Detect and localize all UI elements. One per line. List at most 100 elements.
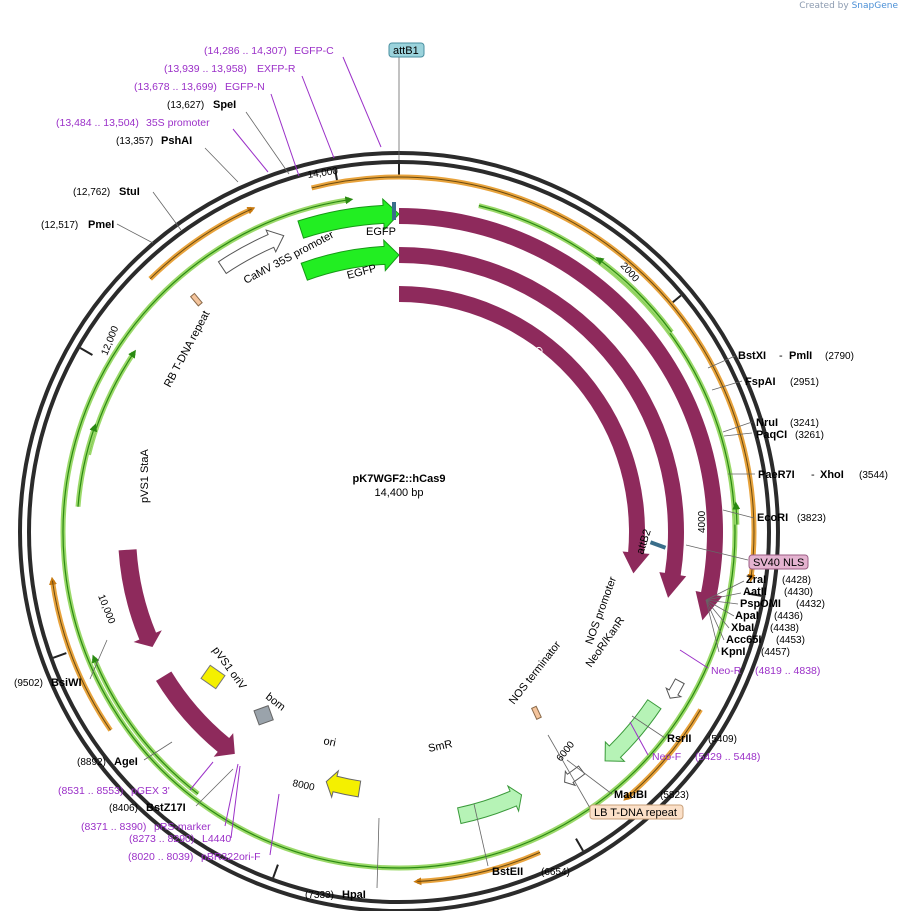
orange-arc-right-core bbox=[625, 709, 702, 799]
leader-line-15 bbox=[631, 715, 666, 739]
site-kpni-pos: (4457) bbox=[761, 647, 790, 658]
site-aatii-pos: (4430) bbox=[784, 587, 813, 598]
green-arc-right-core bbox=[735, 505, 738, 525]
leader-line-22 bbox=[89, 639, 108, 680]
primer-leader-6 bbox=[189, 761, 214, 791]
plasmid-name: pK7WGF2::hCas9 bbox=[353, 473, 446, 485]
primer-pgex-pos: (8531 .. 8553) bbox=[58, 785, 123, 797]
rb-tdna-mark bbox=[189, 292, 203, 307]
primer-egfp-n: EGFP-N bbox=[225, 81, 265, 93]
leader-line-16 bbox=[566, 759, 613, 795]
orange-arc-bottom-core bbox=[417, 851, 541, 883]
nos-terminator-arrow bbox=[564, 765, 586, 787]
primer-35s: 35S promoter bbox=[146, 117, 210, 129]
nos-terminator-label: NOS terminator bbox=[507, 639, 564, 707]
leader-line-14 bbox=[705, 599, 720, 653]
site-acc65i: Acc65I bbox=[726, 634, 761, 646]
primer-35s-pos: (13,484 .. 13,504) bbox=[56, 117, 139, 129]
site-bsteii-pos: (6654) bbox=[541, 867, 570, 878]
leader-line-20 bbox=[195, 768, 234, 807]
snapgene-credit: Created by SnapGene bbox=[799, 1, 898, 11]
sv40-nls-box bbox=[748, 554, 809, 570]
leader-line-4 bbox=[723, 432, 753, 437]
lb-tdna-mark bbox=[530, 705, 542, 720]
lb-tdna-box bbox=[589, 804, 684, 820]
site-rsrii: RsrII bbox=[667, 733, 691, 745]
site-pspomi-pos: (4432) bbox=[796, 599, 825, 610]
site-stui-pos: (12,762) bbox=[73, 187, 110, 198]
tick-10000 bbox=[52, 652, 67, 659]
site-pshai-pos: (13,357) bbox=[116, 136, 153, 147]
primer-leader-4 bbox=[679, 649, 709, 669]
leader-line-10 bbox=[705, 599, 739, 605]
smr-label: SmR bbox=[427, 738, 453, 755]
tick-12000 bbox=[79, 347, 93, 356]
site-bsiwi: BsiWI bbox=[51, 677, 82, 689]
feature-arrows bbox=[118, 197, 723, 825]
primer-leader-2 bbox=[270, 93, 300, 177]
site-xbai: XbaI bbox=[731, 622, 754, 634]
site-maubi-pos: (5823) bbox=[660, 790, 689, 801]
primer-pgex: pGEX 3' bbox=[131, 785, 170, 797]
pvs1-staa-label: pVS1 StaA bbox=[139, 449, 151, 503]
site-maubi: MauBI bbox=[614, 789, 647, 801]
site-pshai: PshAI bbox=[161, 135, 192, 147]
leader-line-12 bbox=[705, 599, 730, 629]
site-paer7i-pos: (3544) bbox=[859, 470, 888, 481]
leader-line-13 bbox=[705, 599, 725, 641]
egfp-arrow-1 bbox=[297, 197, 400, 239]
tick-label-8000: 8000 bbox=[291, 778, 315, 793]
rb-tdna-label: RB T-DNA repeat bbox=[162, 309, 212, 389]
green-arc-left bbox=[75, 423, 98, 507]
site-agei-pos: (8892) bbox=[77, 757, 106, 768]
primer-neo-r: Neo-R bbox=[711, 665, 742, 677]
egfp-arrow-2 bbox=[300, 238, 400, 281]
leader-line-26 bbox=[245, 111, 290, 175]
primer-l4440-pos: (8273 .. 8290) bbox=[129, 833, 194, 845]
site-spei-pos: (13,627) bbox=[167, 100, 204, 111]
primer-l4440: L4440 bbox=[202, 833, 231, 845]
primer-prs-pos: (8371 .. 8390) bbox=[81, 821, 146, 833]
primer-neo-f-pos: (5429 .. 5448) bbox=[695, 751, 760, 763]
camv-35s-arrow bbox=[217, 229, 285, 275]
site-pmli: PmlI bbox=[789, 350, 812, 362]
site-stui: StuI bbox=[119, 186, 140, 198]
site-bsteii: BstEII bbox=[492, 866, 523, 878]
site-bstxi-pos: (2790) bbox=[825, 351, 854, 362]
pvs1-repa-arrow bbox=[155, 671, 235, 757]
nos-promoter-arrow bbox=[665, 678, 685, 699]
primer-exfp-r-pos: (13,939 .. 13,958) bbox=[164, 63, 247, 75]
leader-line-1 bbox=[707, 355, 736, 369]
smr-arrow bbox=[457, 784, 523, 825]
snapgene-logo: SnapGene bbox=[851, 1, 898, 11]
leader-line-6 bbox=[722, 509, 755, 519]
direction-arcs bbox=[49, 174, 757, 886]
site-spei: SpeI bbox=[213, 99, 236, 111]
plasmid-size: 14,400 bp bbox=[375, 487, 424, 499]
tick-label-6000: 6000 bbox=[555, 739, 578, 764]
tick-label-10000: 10,000 bbox=[95, 593, 117, 626]
egfp-label-1: EGFP bbox=[366, 226, 396, 238]
site-ecori: EcoRI bbox=[757, 512, 788, 524]
primer-leader-5 bbox=[629, 721, 649, 756]
green-arc-egfp-core bbox=[62, 199, 736, 869]
site-acc65i-pos: (4453) bbox=[776, 635, 805, 646]
site-hpai: HpaI bbox=[342, 889, 366, 901]
leader-line-8 bbox=[705, 580, 745, 601]
tick-label-4000: 4000 bbox=[697, 510, 708, 533]
primer-pbr322: pBR322ori-F bbox=[201, 851, 261, 863]
leader-line-11 bbox=[705, 599, 735, 617]
site-bstxi: BstXI bbox=[738, 350, 766, 362]
primer-egfp-n-pos: (13,678 .. 13,699) bbox=[134, 81, 217, 93]
tick-label-12000: 12,000 bbox=[100, 324, 122, 357]
leader-line-24 bbox=[152, 191, 182, 231]
tick-label-14000: 14,000 bbox=[307, 166, 339, 181]
site-bstz17i-pos: (8406) bbox=[109, 803, 138, 814]
bom-box bbox=[253, 705, 274, 726]
credit-prefix: Created by bbox=[799, 1, 849, 11]
site-bsiwi-pos: (9502) bbox=[14, 678, 43, 689]
primer-exfp-r: EXFP-R bbox=[257, 63, 296, 75]
leader-line-25 bbox=[204, 147, 239, 183]
primer-neo-f: Neo-F bbox=[652, 751, 681, 763]
ori-label: ori bbox=[322, 735, 336, 749]
